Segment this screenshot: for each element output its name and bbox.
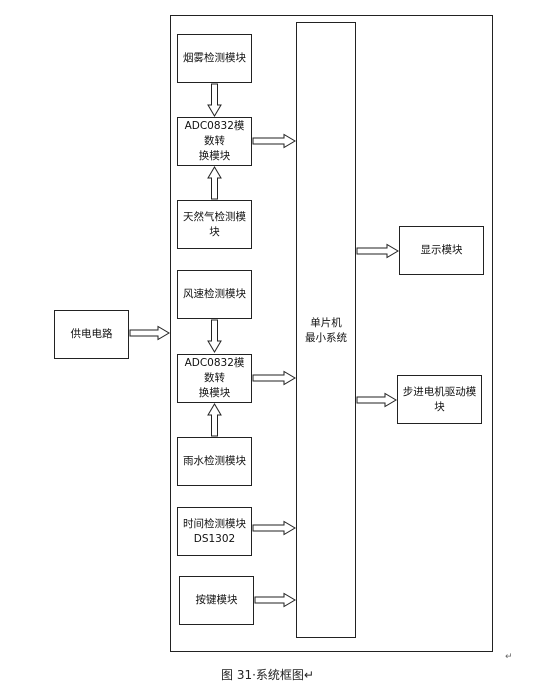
rain-detection-module: 雨水检测模块 <box>177 437 252 486</box>
adc0832-module-1: ADC0832模数转 换模块 <box>177 117 252 166</box>
time-detection-line1: 时间检测模块 <box>183 517 246 530</box>
arrow-keys-to-mcu <box>254 592 296 608</box>
mcu-label-line2: 最小系统 <box>305 332 347 344</box>
arrow-smoke-to-adc1 <box>207 83 222 117</box>
system-boundary <box>170 15 493 652</box>
time-detection-line2: DS1302 <box>193 532 236 545</box>
power-supply-label: 供电电路 <box>70 328 113 340</box>
arrow-gas-to-adc1 <box>207 166 222 200</box>
adc0832-module-1-line2: 换模块 <box>198 150 231 162</box>
arrow-time-to-mcu <box>252 520 296 536</box>
arrow-mcu-to-stepper <box>356 392 397 408</box>
paragraph-mark: ↵ <box>505 652 513 662</box>
stepper-motor-driver-module: 步进电机驱动模块 <box>397 375 482 424</box>
arrow-adc2-to-mcu <box>252 370 296 386</box>
adc0832-module-2: ADC0832模数转 换模块 <box>177 354 252 403</box>
gas-detection-label: 天然气检测模块 <box>183 210 246 238</box>
arrow-power-to-system <box>129 325 170 341</box>
display-module: 显示模块 <box>399 226 484 275</box>
mcu-minimum-system <box>296 22 356 638</box>
arrow-wind-to-adc2 <box>207 319 222 353</box>
wind-speed-module: 风速检测模块 <box>177 270 252 319</box>
key-module-label: 按键模块 <box>195 594 238 606</box>
arrow-mcu-to-display <box>356 243 399 259</box>
smoke-detection-label: 烟雾检测模块 <box>183 52 246 64</box>
figure-caption: 图 31·系统框图↵ <box>221 668 314 682</box>
rain-detection-label: 雨水检测模块 <box>183 455 246 467</box>
adc0832-module-2-line1: ADC0832模数转 <box>184 357 245 384</box>
time-detection-module: 时间检测模块 DS1302 <box>177 507 252 556</box>
mcu-label-line1: 单片机 <box>310 317 342 329</box>
display-module-label: 显示模块 <box>420 244 463 256</box>
arrow-adc1-to-mcu <box>252 133 296 149</box>
stepper-motor-driver-label: 步进电机驱动模块 <box>402 385 477 413</box>
smoke-detection-module: 烟雾检测模块 <box>177 34 252 83</box>
adc0832-module-1-line1: ADC0832模数转 <box>184 120 245 147</box>
power-supply-circuit: 供电电路 <box>54 310 129 359</box>
wind-speed-label: 风速检测模块 <box>183 288 246 300</box>
gas-detection-module: 天然气检测模块 <box>177 200 252 249</box>
arrow-rain-to-adc2 <box>207 403 222 437</box>
key-module: 按键模块 <box>179 576 254 625</box>
adc0832-module-2-line2: 换模块 <box>198 387 231 399</box>
mcu-label: 单片机 最小系统 <box>296 316 356 346</box>
